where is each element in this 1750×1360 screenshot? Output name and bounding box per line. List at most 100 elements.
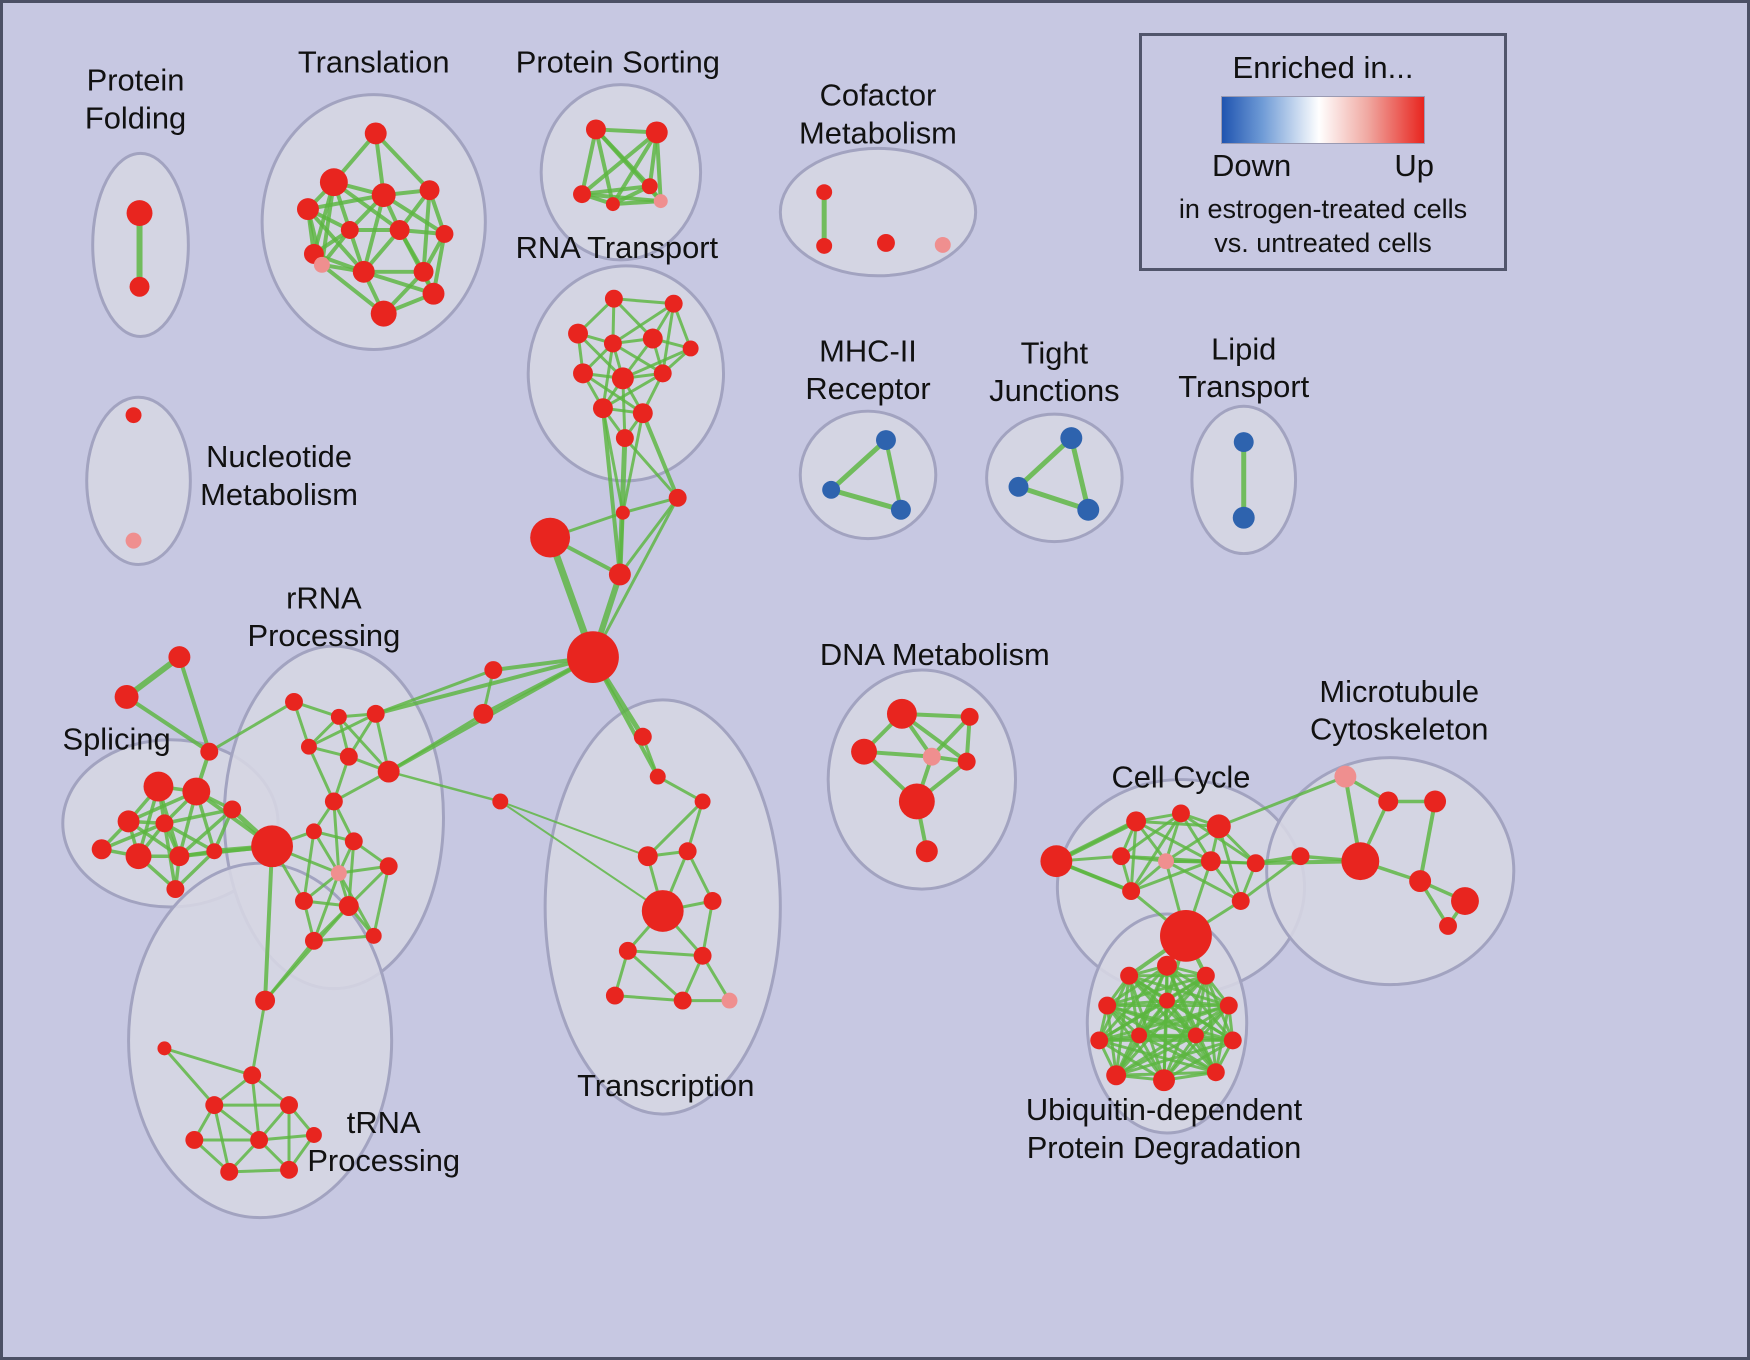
network-edge	[580, 130, 659, 197]
network-edge	[613, 994, 685, 1003]
node-s6	[91, 839, 112, 860]
network-edge	[591, 496, 680, 659]
network-edge	[1016, 484, 1091, 513]
node-n2	[157, 1041, 172, 1056]
node-x5	[678, 842, 697, 861]
network-edge	[621, 346, 693, 380]
node-n5	[280, 1096, 298, 1115]
node-x9	[693, 946, 712, 965]
network-edge	[1105, 974, 1208, 1008]
node-mt7	[1451, 887, 1479, 915]
node-g7	[473, 703, 494, 724]
legend-caption-line2: vs. untreated cells	[1214, 228, 1432, 258]
node-c2	[1126, 811, 1147, 832]
network-edge	[686, 849, 715, 903]
node-t4	[371, 183, 396, 208]
network-edge	[612, 297, 676, 306]
network-edge	[1068, 435, 1091, 513]
network-edge	[1097, 1038, 1218, 1074]
node-s1	[143, 771, 174, 802]
node-mt4	[1291, 847, 1310, 866]
network-edge	[640, 411, 680, 500]
node-g3	[668, 488, 687, 507]
node-g5	[567, 631, 619, 683]
node-r1	[285, 692, 303, 711]
node-rt1	[604, 289, 623, 308]
network-edge	[305, 193, 386, 212]
node-c1	[1040, 845, 1073, 878]
node-rt9	[653, 364, 672, 383]
node-n9	[220, 1162, 239, 1181]
network-edge	[828, 487, 904, 513]
node-c7	[1200, 851, 1221, 872]
node-pf1	[126, 200, 153, 227]
node-u4	[1098, 996, 1117, 1015]
network-edge	[661, 302, 676, 375]
node-pf2	[129, 276, 150, 297]
cluster-label-protein-sorting: Protein Sorting	[516, 45, 720, 80]
network-edge	[654, 130, 663, 204]
network-edge	[263, 844, 275, 1003]
node-m1	[875, 430, 896, 451]
network-edge	[312, 934, 376, 943]
network-edge	[1217, 775, 1347, 828]
node-mt5	[1341, 842, 1380, 881]
network-edge	[601, 371, 665, 410]
node-u8	[1131, 1027, 1148, 1044]
network-edge	[124, 694, 212, 754]
node-r8	[324, 792, 343, 811]
network-edge	[387, 712, 485, 774]
node-d1	[886, 698, 917, 729]
node-cm2	[816, 237, 833, 254]
legend-title: Enriched in...	[1232, 50, 1414, 85]
cluster-label-cell-cycle: Cell Cycle	[1111, 760, 1250, 795]
node-u7	[1090, 1031, 1109, 1050]
network-edge	[372, 864, 391, 938]
node-r11	[330, 865, 347, 882]
node-s4	[155, 814, 174, 833]
node-u9	[1187, 1027, 1204, 1044]
node-n8	[305, 1127, 322, 1143]
node-m2	[822, 480, 841, 499]
network-edge	[621, 496, 680, 515]
node-u2	[1120, 966, 1139, 985]
node-x6	[641, 890, 684, 932]
network-edge	[173, 849, 217, 891]
node-r4	[300, 738, 317, 755]
network-edge	[307, 712, 378, 749]
node-t12	[413, 261, 434, 282]
cluster-ellipse-nucleotide-metabolism	[85, 395, 192, 567]
node-u11	[1106, 1065, 1127, 1086]
node-u1	[1157, 955, 1177, 976]
cluster-label-transcription: Transcription	[577, 1068, 754, 1103]
node-r14	[338, 896, 359, 916]
node-s2	[182, 777, 211, 806]
node-ps2	[645, 121, 668, 144]
node-x10	[605, 986, 624, 1005]
node-r7	[251, 825, 294, 868]
network-edge	[621, 411, 645, 515]
network-edge	[499, 800, 664, 912]
node-rt2	[664, 294, 683, 313]
node-n4	[205, 1096, 224, 1115]
network-edge	[312, 829, 341, 875]
cluster-ellipse-cofactor-metabolism	[778, 146, 978, 278]
node-u10	[1223, 1031, 1242, 1050]
node-g8	[492, 793, 509, 810]
network-edge	[373, 131, 432, 193]
network-edge	[1165, 999, 1231, 1008]
node-g10	[114, 684, 139, 709]
network-edge	[701, 899, 715, 958]
node-g1	[530, 517, 571, 558]
node-u5	[1159, 992, 1175, 1009]
node-r15	[304, 931, 323, 950]
node-d4	[922, 747, 941, 766]
network-edge	[250, 1073, 261, 1142]
node-g4	[608, 563, 631, 586]
node-n10	[280, 1160, 298, 1179]
node-s8	[169, 846, 190, 867]
node-c4	[1206, 814, 1231, 839]
